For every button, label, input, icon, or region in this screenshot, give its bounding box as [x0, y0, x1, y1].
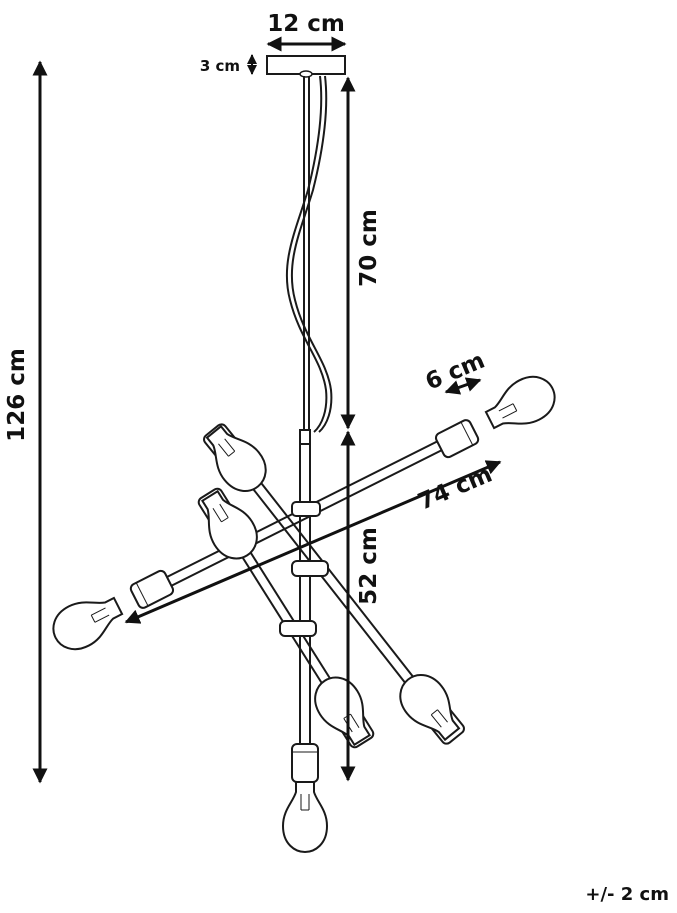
ceiling-canopy [266, 55, 346, 78]
cable-length-label: 70 cm [356, 209, 382, 287]
arm-length-label: 74 cm [414, 461, 496, 515]
total-height-label: 126 cm [4, 348, 30, 442]
stem-connectors [279, 501, 329, 637]
canopy-height-label: 3 cm [200, 57, 240, 75]
suspension-cable [285, 75, 333, 433]
canopy-width-label: 12 cm [267, 11, 345, 37]
bottom-bulb [282, 743, 328, 853]
central-stem [299, 429, 311, 745]
dimension-lines [32, 36, 502, 784]
body-height-label: 52 cm [356, 527, 382, 605]
tolerance-note: +/- 2 cm [585, 884, 669, 905]
